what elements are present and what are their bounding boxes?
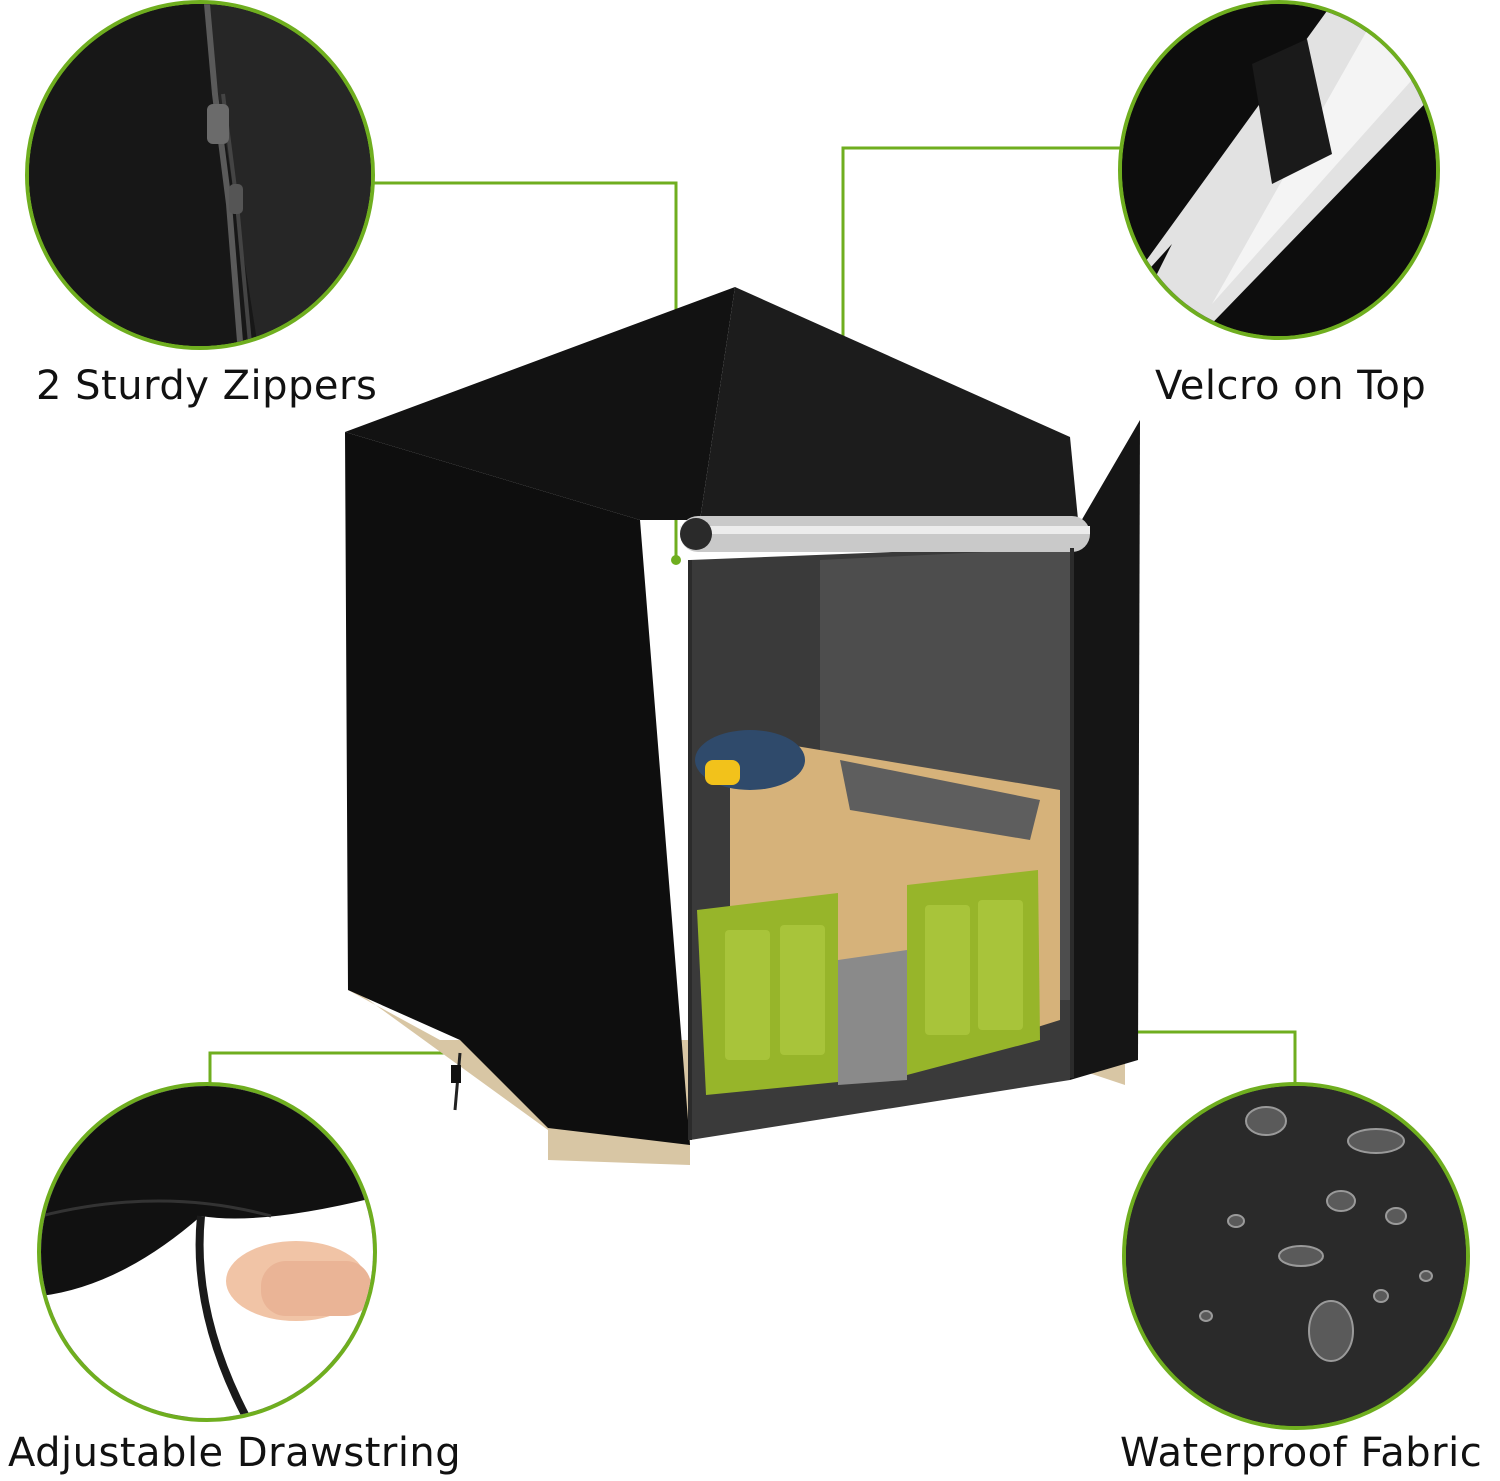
- velcro-closeup-icon: [1118, 0, 1440, 340]
- drawstring-label: Adjustable Drawstring: [8, 1430, 462, 1476]
- zipper-closeup-icon: [25, 0, 375, 350]
- water-droplets-closeup-icon: [1122, 1082, 1470, 1430]
- waterproof-label: Waterproof Fabric: [1120, 1430, 1483, 1476]
- velcro-label: Velcro on Top: [1155, 363, 1427, 409]
- drawstring-closeup-icon: [37, 1082, 377, 1422]
- zippers-label: 2 Sturdy Zippers: [36, 363, 378, 409]
